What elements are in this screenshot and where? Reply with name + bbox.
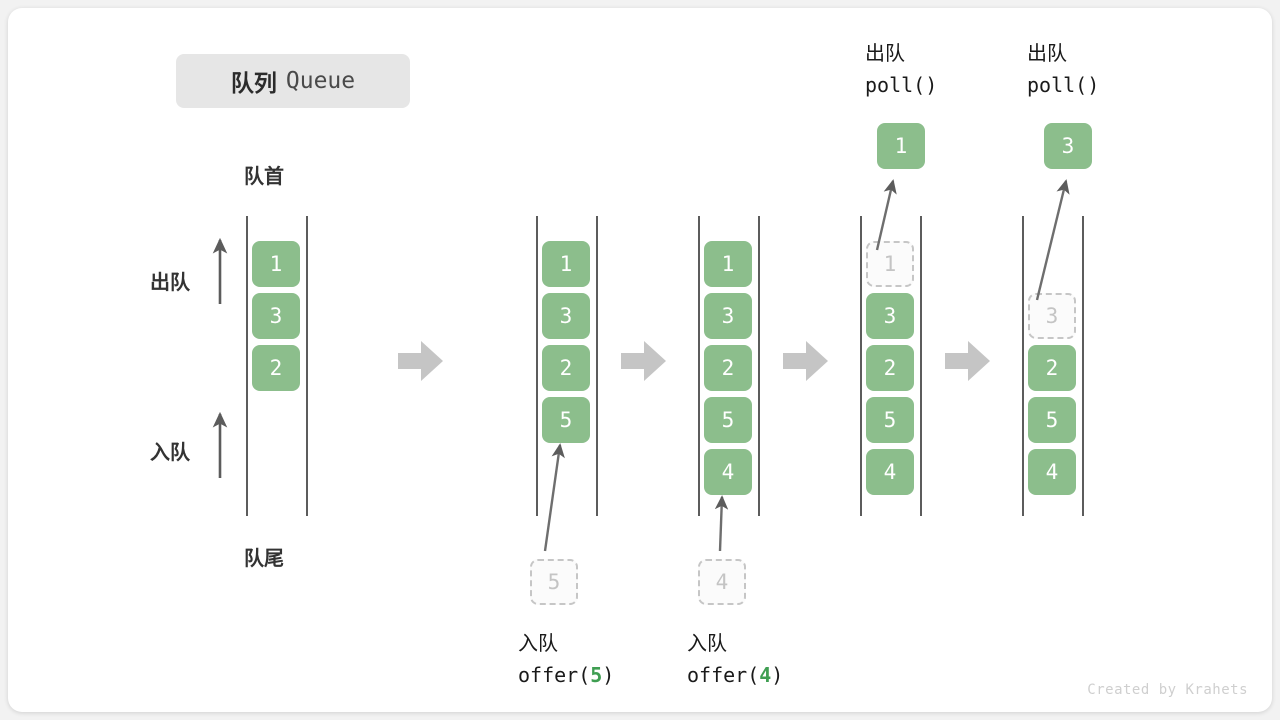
operation-signature: offer(5)	[518, 663, 615, 687]
enqueue-arrow-5	[543, 443, 565, 552]
enqueue-pending-cell: 4	[698, 559, 746, 605]
diagram-card: 队列 Queue 队首 队尾 出队 入队 1 3 2 1 3 2 5 1 3 2…	[8, 8, 1272, 712]
rail-left	[536, 216, 538, 516]
queue-cell: 2	[866, 345, 914, 391]
dequeue-arrow-3	[1035, 179, 1070, 301]
queue-cell: 2	[704, 345, 752, 391]
queue-cell: 2	[542, 345, 590, 391]
operation-label-poll-1: 出队 poll()	[865, 39, 937, 101]
rail-left	[246, 216, 248, 516]
title-en: Queue	[285, 68, 356, 94]
queue-cell-removed: 3	[1028, 293, 1076, 339]
rail-right	[306, 216, 308, 516]
operation-label-poll-3: 出队 poll()	[1027, 39, 1099, 101]
step-arrow	[945, 341, 990, 381]
queue-cell: 5	[704, 397, 752, 443]
operation-name-cn: 出队	[865, 43, 905, 65]
queue-cell: 3	[704, 293, 752, 339]
queue-cell: 4	[866, 449, 914, 495]
queue-cell: 1	[542, 241, 590, 287]
queue-cell: 5	[1028, 397, 1076, 443]
diagram-stage: 队列 Queue 队首 队尾 出队 入队 1 3 2 1 3 2 5 1 3 2…	[8, 8, 1272, 712]
operation-label-offer-4: 入队 offer(4)	[687, 629, 783, 691]
queue-cell: 1	[252, 241, 300, 287]
operation-name-cn: 出队	[1027, 43, 1067, 65]
rail-right	[1082, 216, 1084, 516]
rail-right	[758, 216, 760, 516]
queue-cell: 4	[704, 449, 752, 495]
operation-label-offer-5: 入队 offer(5)	[518, 629, 614, 691]
rail-left	[698, 216, 700, 516]
queue-cell-removed: 1	[866, 241, 914, 287]
label-dequeue-direction: 出队	[150, 272, 190, 294]
credit-text: Created by Krahets	[1087, 682, 1248, 698]
rail-right	[920, 216, 922, 516]
queue-cell: 1	[704, 241, 752, 287]
label-queue-tail: 队尾	[244, 548, 284, 570]
enqueue-pending-cell: 5	[530, 559, 578, 605]
label-queue-head: 队首	[244, 166, 284, 188]
rail-left	[1022, 216, 1024, 516]
operation-name-cn: 入队	[687, 633, 727, 655]
queue-cell: 2	[1028, 345, 1076, 391]
title-cn: 队列	[230, 70, 277, 96]
label-enqueue-direction: 入队	[150, 442, 190, 464]
queue-cell: 3	[252, 293, 300, 339]
rail-left	[860, 216, 862, 516]
operation-signature: poll()	[865, 73, 938, 97]
operation-name-cn: 入队	[518, 633, 558, 655]
operation-signature: offer(4)	[687, 663, 784, 687]
step-arrow	[621, 341, 666, 381]
enqueue-arrow-4	[714, 495, 729, 552]
title-chip: 队列 Queue	[176, 54, 410, 108]
dequeue-result-cell: 1	[877, 123, 925, 169]
queue-cell: 4	[1028, 449, 1076, 495]
queue-cell: 3	[542, 293, 590, 339]
queue-cell: 2	[252, 345, 300, 391]
step-arrow	[783, 341, 828, 381]
rail-right	[596, 216, 598, 516]
dequeue-arrow-1	[875, 179, 897, 251]
operation-signature: poll()	[1027, 73, 1100, 97]
queue-cell: 5	[542, 397, 590, 443]
step-arrow	[398, 341, 443, 381]
queue-cell: 5	[866, 397, 914, 443]
dequeue-result-cell: 3	[1044, 123, 1092, 169]
queue-cell: 3	[866, 293, 914, 339]
